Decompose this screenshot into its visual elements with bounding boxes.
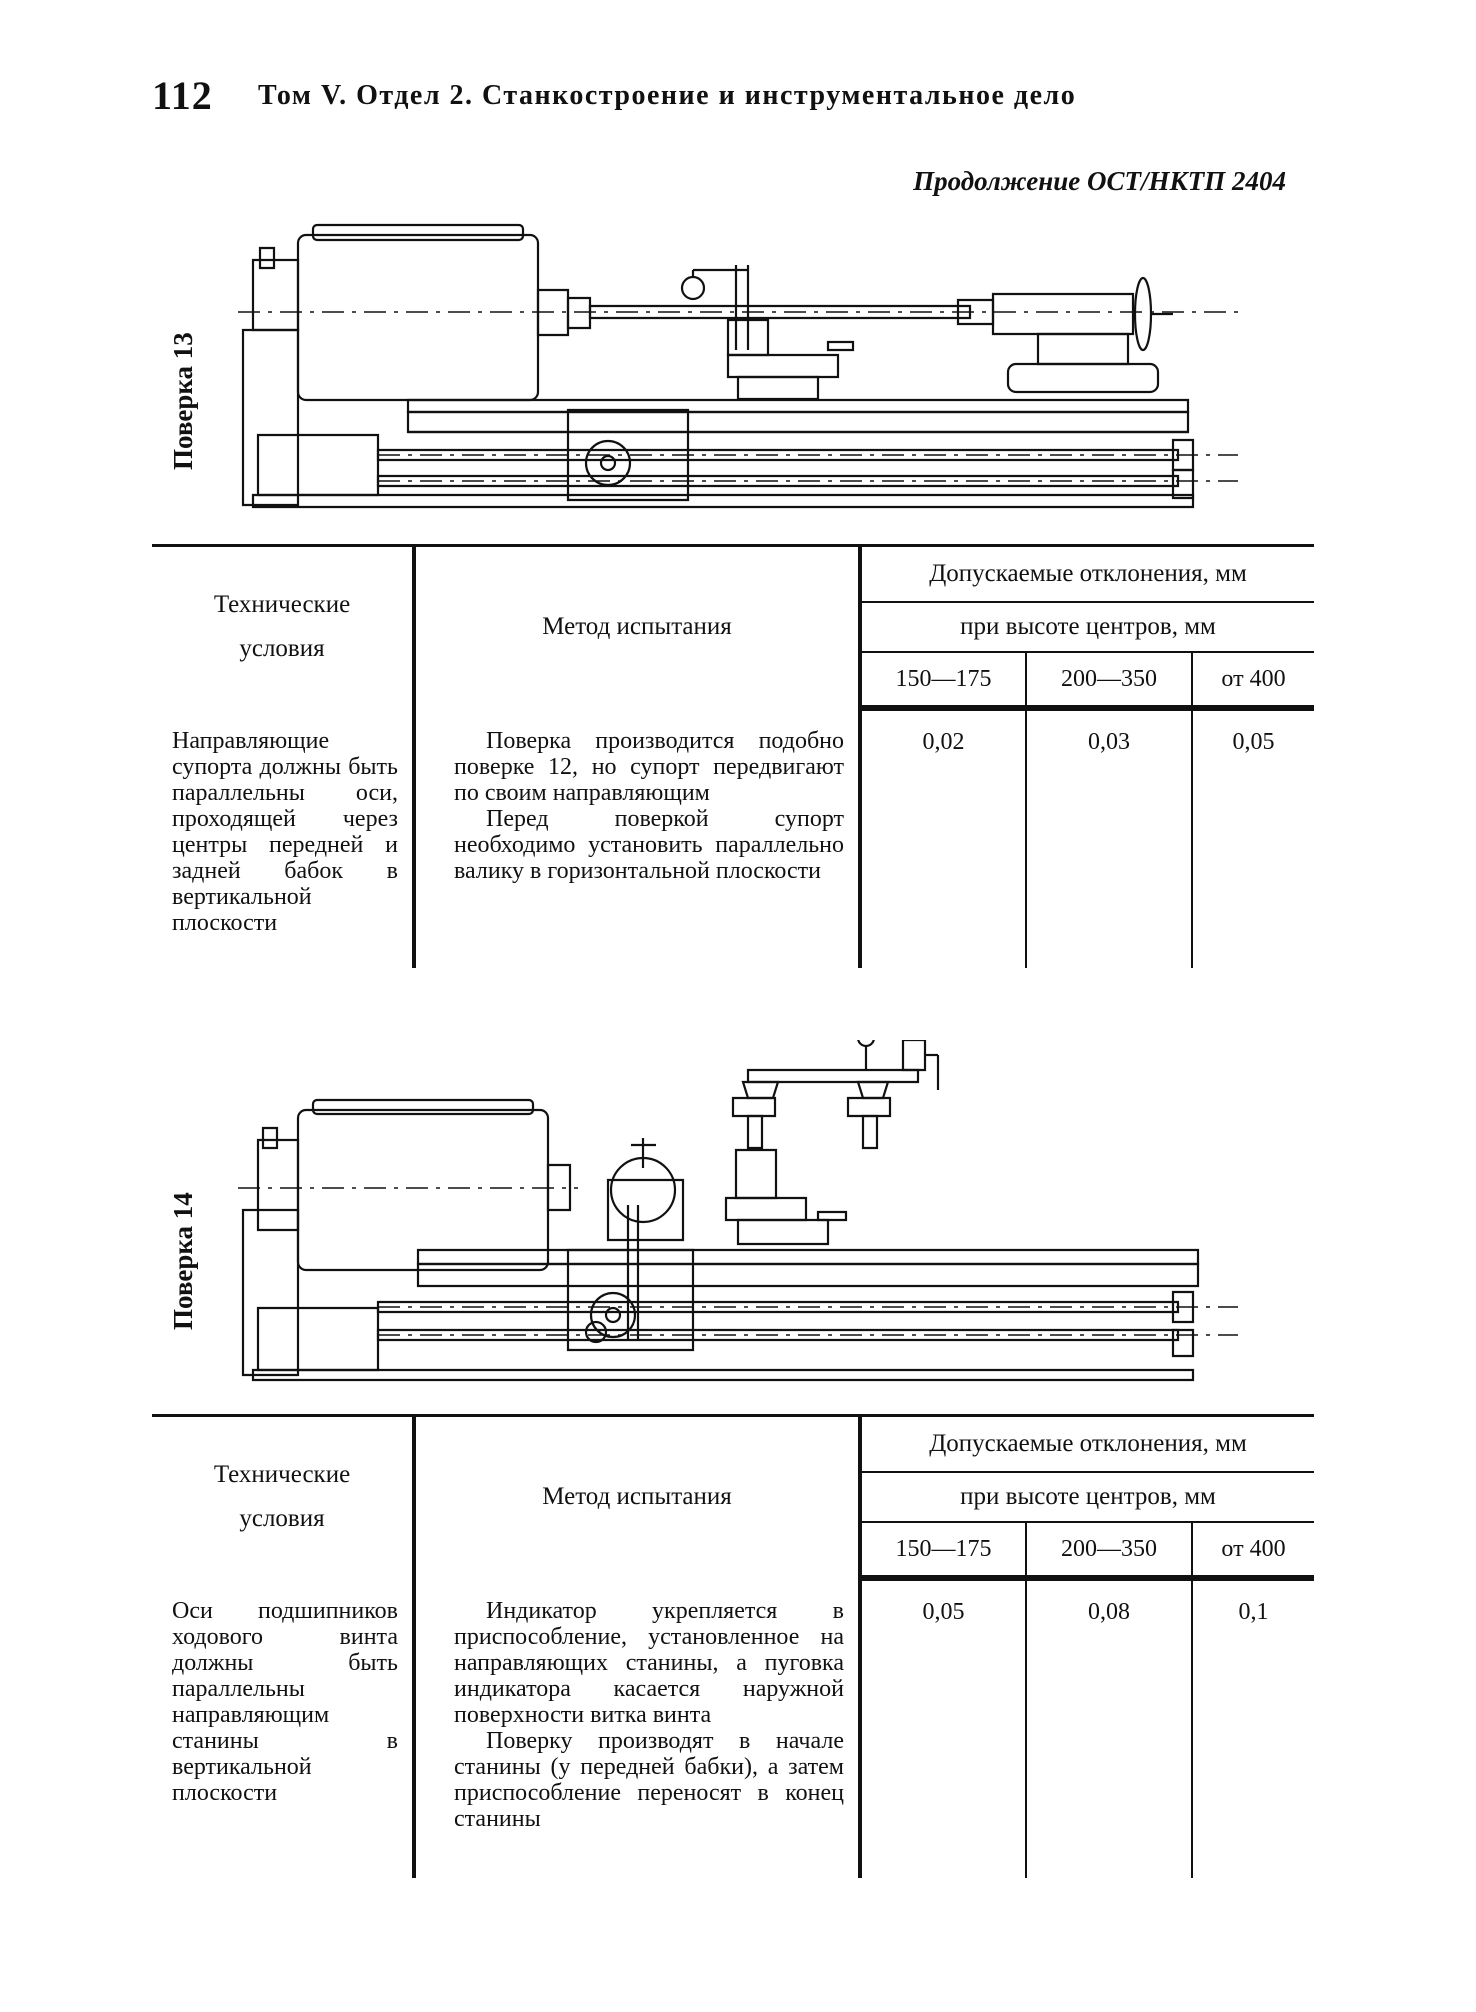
spec-table-check-14: Технические условия Метод испытания Допу… (152, 1414, 1314, 1878)
range-from-400: от 400 (1192, 651, 1314, 711)
check-14-label: Поверка 14 (168, 1192, 198, 1330)
lathe-diagram-check-14 (238, 1040, 1248, 1390)
conditions-text: Направляющие супорта должны быть паралле… (172, 727, 398, 936)
header-conditions: Технические условия (152, 1414, 416, 1578)
check-13-label: Поверка 13 (168, 332, 198, 470)
header-tolerance: Допускаемые отклонения, мм (860, 544, 1314, 603)
header-center-height: при высоте центров, мм (860, 601, 1314, 653)
range-200-350: 200—350 (1026, 651, 1193, 711)
value-200-350: 0,08 (1026, 1577, 1193, 1878)
value-from-400: 0,1 (1238, 1598, 1269, 1625)
page-number: 112 (152, 73, 213, 118)
method-paragraph-1: Поверка производится подобно поверке 12,… (454, 727, 844, 806)
value-150-175: 0,05 (860, 1577, 1027, 1878)
spec-table-check-13: Технические условия Метод испытания Допу… (152, 544, 1314, 968)
value-150-175: 0,02 (860, 707, 1027, 968)
lathe-diagram-check-13 (238, 220, 1248, 510)
value-200-350: 0,03 (1026, 707, 1193, 968)
header-tolerance: Допускаемые отклонения, мм (860, 1414, 1314, 1473)
range-150-175: 150—175 (860, 651, 1027, 711)
header-method: Метод испытания (414, 544, 862, 708)
method-paragraph-1: Индикатор укрепляется в приспособление, … (454, 1597, 844, 1728)
header-method: Метод испытания (414, 1414, 862, 1578)
range-from-400: от 400 (1192, 1521, 1314, 1581)
range-150-175: 150—175 (860, 1521, 1027, 1581)
conditions-text: Оси подшипников ходового винта должны бы… (172, 1597, 398, 1806)
range-200-350: 200—350 (1026, 1521, 1193, 1581)
header-center-height: при высоте центров, мм (860, 1471, 1314, 1523)
method-paragraph-2: Поверку производят в начале станины (у п… (454, 1727, 844, 1832)
value-from-400: 0,05 (1232, 728, 1275, 755)
running-title: Том V. Отдел 2. Станкостроение и инструм… (258, 80, 1077, 111)
method-paragraph-2: Перед поверкой супорт необходимо установ… (454, 805, 844, 884)
header-conditions: Технические условия (152, 544, 416, 708)
continuation-note: Продолжение ОСТ/НКТП 2404 (913, 166, 1286, 196)
